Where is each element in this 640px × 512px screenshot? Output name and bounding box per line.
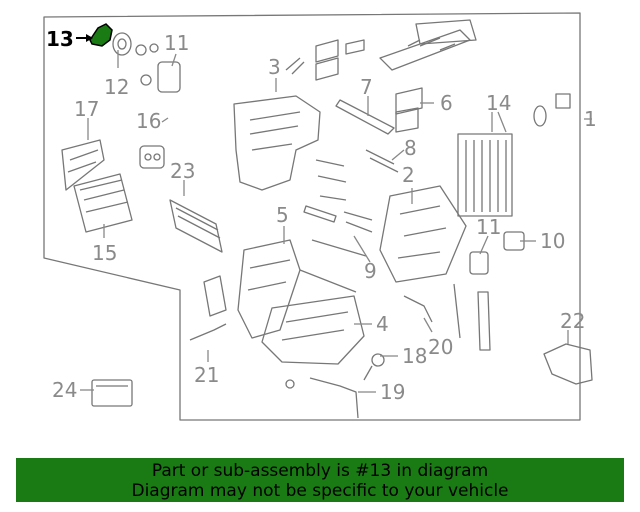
callout-18: 18 [402, 344, 427, 368]
part-5-housing [237, 239, 301, 339]
assembly-boundary [43, 12, 581, 421]
part-22 [543, 343, 593, 385]
part-6 [395, 87, 423, 133]
part-20 [403, 283, 461, 339]
callout-21: 21 [194, 363, 219, 387]
part-3-small [285, 57, 305, 75]
callout-19: 19 [380, 380, 405, 404]
callout-13[interactable]: 13 [46, 27, 74, 51]
part-15 [73, 173, 133, 233]
callout-15: 15 [92, 241, 117, 265]
parts-diagram: 1 2 3 4 5 6 7 8 9 10 11 11 12 13 14 15 1… [43, 12, 597, 421]
callout-7: 7 [360, 75, 373, 99]
banner-line-1: Part or sub-assembly is #13 in diagram [151, 461, 489, 481]
part-2 [379, 185, 467, 283]
part-14 [457, 93, 571, 217]
part-19 [285, 377, 359, 419]
callout-10: 10 [540, 229, 565, 253]
callout-9: 9 [364, 259, 377, 283]
part-8 [365, 149, 399, 173]
part-16 [139, 145, 165, 169]
leader-lines [80, 50, 592, 393]
part-21 [189, 275, 227, 341]
part-4-case [261, 295, 365, 365]
callout-3: 3 [268, 55, 281, 79]
part-11-lower [469, 251, 489, 275]
callout-5: 5 [276, 203, 289, 227]
callout-14: 14 [486, 91, 511, 115]
part-3-housing [233, 95, 321, 191]
part-12 [112, 32, 159, 56]
info-banner: Part or sub-assembly is #13 in diagram D… [16, 458, 624, 502]
callout-23: 23 [170, 159, 195, 183]
callout-11-lower: 11 [476, 215, 501, 239]
part-18 [363, 353, 385, 381]
banner-line-2: Diagram may not be specific to your vehi… [131, 481, 509, 501]
callout-16: 16 [136, 109, 161, 133]
callout-12: 12 [104, 75, 129, 99]
callout-17: 17 [74, 97, 99, 121]
part-right-strip [477, 291, 491, 351]
part-center-misc [299, 159, 373, 293]
callout-1: 1 [584, 107, 597, 131]
part-23 [169, 199, 223, 253]
callout-11-upper: 11 [164, 31, 189, 55]
part-filters [315, 19, 477, 81]
part-13-highlighted[interactable] [76, 23, 113, 47]
callout-6: 6 [440, 91, 453, 115]
part-17 [61, 139, 105, 191]
part-24 [91, 379, 133, 407]
callout-2: 2 [402, 163, 415, 187]
callout-8: 8 [404, 136, 417, 160]
callout-24: 24 [52, 378, 77, 402]
part-11-upper [140, 61, 181, 93]
callout-22: 22 [560, 309, 585, 333]
callout-4: 4 [376, 312, 389, 336]
part-7 [335, 99, 395, 135]
callout-20: 20 [428, 335, 453, 359]
